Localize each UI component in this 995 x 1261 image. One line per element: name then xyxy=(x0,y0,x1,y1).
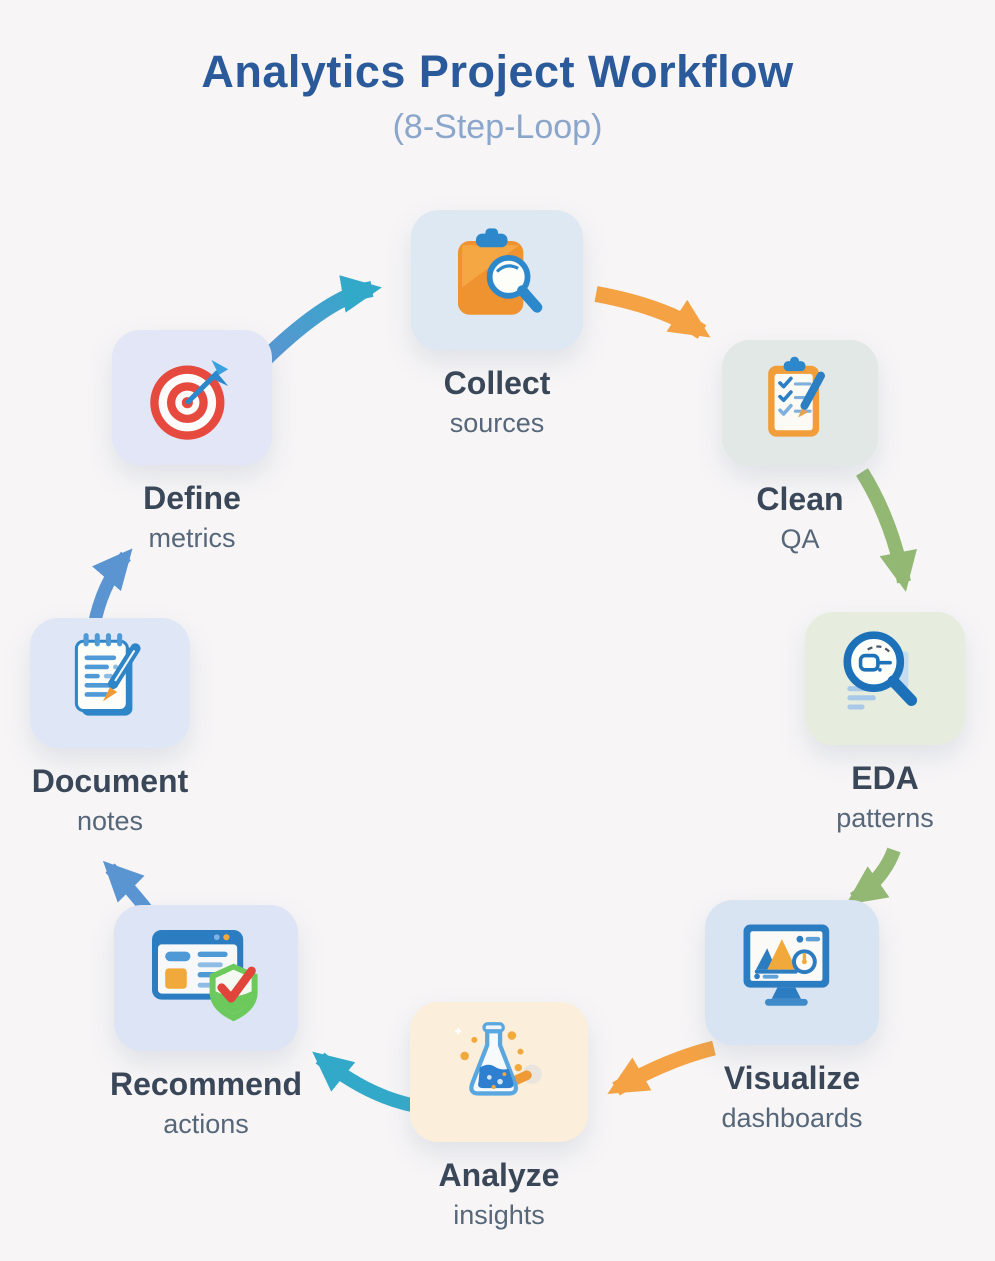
window-shield-check-icon xyxy=(152,930,258,1022)
step-card-visualize xyxy=(705,900,879,1045)
step-card-clean xyxy=(722,340,878,466)
step-card-document xyxy=(30,618,190,748)
step-sublabel: patterns xyxy=(836,803,934,833)
step-card-recommend xyxy=(114,905,298,1051)
step-sublabel: metrics xyxy=(148,523,236,553)
step-card-collect xyxy=(411,210,583,350)
step-label: Visualize xyxy=(723,1060,861,1096)
step-card-analyze xyxy=(410,1002,588,1142)
dashboard-monitor-icon xyxy=(743,924,830,1006)
step-label: Analyze xyxy=(438,1157,560,1193)
checklist-pencil-icon xyxy=(768,356,825,437)
step-card-eda xyxy=(805,612,965,745)
page-title: Analytics Project Workflow xyxy=(201,46,794,97)
step-label: EDA xyxy=(851,760,919,796)
step-sublabel: actions xyxy=(163,1109,249,1139)
step-card-define xyxy=(112,330,272,465)
clipboard-magnifier-icon xyxy=(457,228,543,315)
step-sublabel: dashboards xyxy=(721,1103,863,1133)
step-eda: EDA patterns xyxy=(765,612,995,834)
notepad-pen-icon xyxy=(74,633,141,716)
step-sublabel: QA xyxy=(780,524,820,554)
step-analyze: Analyze insights xyxy=(379,1002,619,1231)
step-label: Clean xyxy=(756,481,844,517)
arrow-document-to-define xyxy=(87,548,133,628)
arrow-eda-to-visualize xyxy=(845,847,901,905)
step-label: Define xyxy=(143,480,241,516)
step-sublabel: insights xyxy=(453,1200,545,1230)
step-sublabel: notes xyxy=(76,806,144,836)
target-dart-icon xyxy=(150,359,229,440)
step-label: Document xyxy=(31,763,189,799)
step-visualize: Visualize dashboards xyxy=(672,900,912,1134)
step-document: Document notes xyxy=(0,618,230,837)
magnifier-report-icon xyxy=(843,630,918,710)
flask-icon xyxy=(455,1022,542,1096)
step-clean: Clean QA xyxy=(680,340,920,555)
step-collect: Collect sources xyxy=(377,210,617,439)
step-label: Recommend xyxy=(109,1066,303,1102)
step-sublabel: sources xyxy=(449,408,545,438)
step-label: Collect xyxy=(443,365,551,401)
step-recommend: Recommend actions xyxy=(86,905,326,1140)
step-define: Define metrics xyxy=(72,330,312,554)
page-subtitle: (8-Step-Loop) xyxy=(392,108,603,146)
